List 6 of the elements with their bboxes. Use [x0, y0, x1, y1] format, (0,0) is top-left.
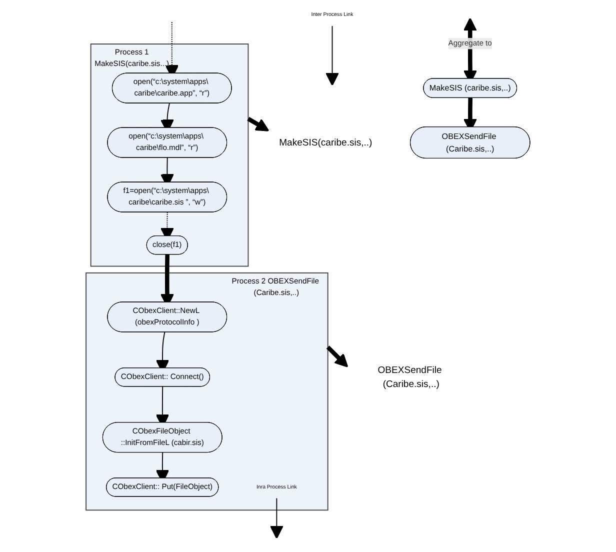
- arrow: [270, 498, 284, 539]
- arrow: [326, 346, 348, 368]
- node-text: OBEXSendFile (Caribe.sis,..): [378, 364, 442, 390]
- arrow: [325, 25, 340, 86]
- node-text: MakeSIS(caribe.sis,..): [279, 137, 372, 148]
- arrow: [247, 116, 270, 132]
